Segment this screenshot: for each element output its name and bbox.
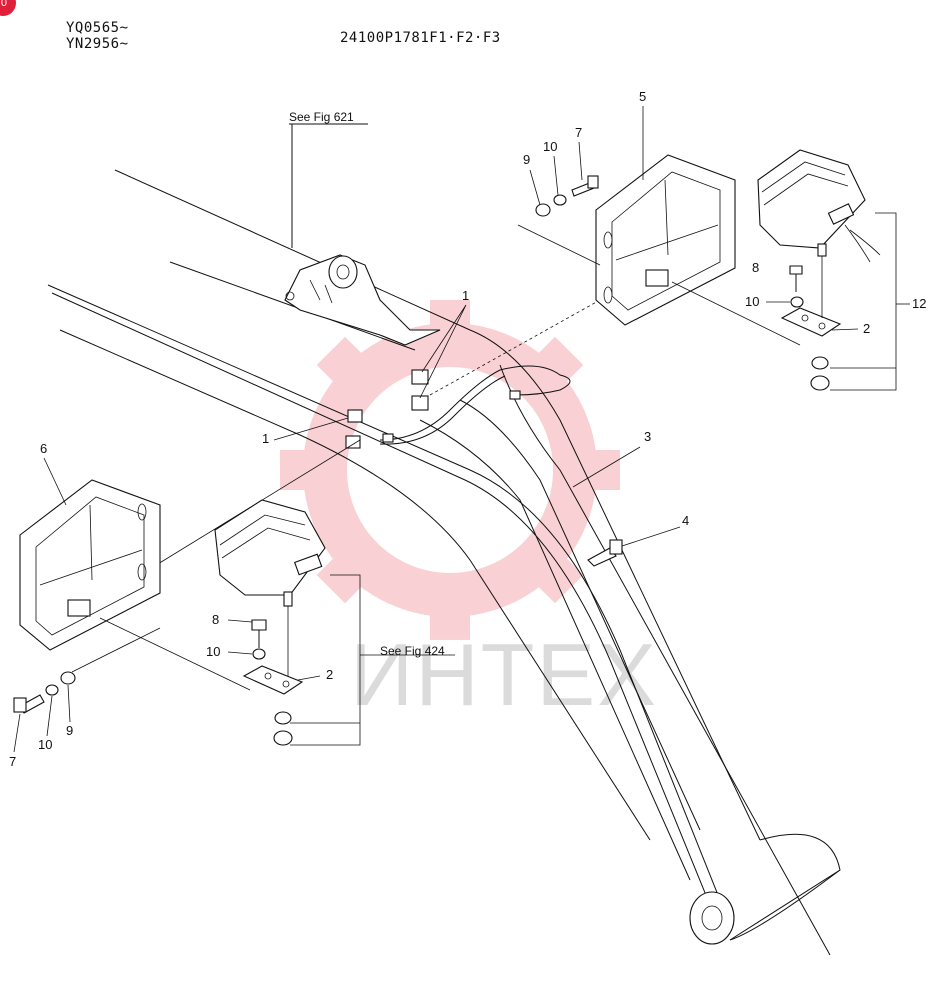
callout-5: 5 bbox=[639, 89, 646, 104]
callout-8-left: 8 bbox=[212, 612, 219, 627]
callout-10-right-lamp: 10 bbox=[745, 294, 759, 309]
serial-range-1: YQ0565~ bbox=[66, 20, 129, 36]
callout-10-right-guard: 10 bbox=[543, 139, 557, 154]
grommet-set: 1 1 bbox=[262, 288, 469, 449]
grommet-1b bbox=[411, 395, 429, 411]
boom-pin-eye bbox=[689, 891, 735, 945]
right-guard-fasteners bbox=[517, 175, 601, 266]
work-lamp-right bbox=[757, 149, 881, 263]
cable-tie-4 bbox=[587, 539, 623, 567]
callout-10-left-guard: 10 bbox=[38, 737, 52, 752]
left-guard-fasteners bbox=[13, 627, 161, 714]
callout-4: 4 bbox=[682, 513, 689, 528]
callout-9-right: 9 bbox=[523, 152, 530, 167]
callout-6: 6 bbox=[40, 441, 47, 456]
grommet-1d bbox=[345, 435, 361, 449]
callout-12-bracket: 12 bbox=[830, 212, 926, 391]
grommet-1a bbox=[411, 369, 429, 385]
callout-7-left: 7 bbox=[9, 754, 16, 769]
lamp-guard-6 bbox=[19, 479, 161, 651]
see-fig-621-label: See Fig 621 bbox=[289, 110, 354, 124]
watermark-logo bbox=[280, 300, 620, 640]
lamp-bracket-right bbox=[780, 307, 842, 337]
callout-4-leader bbox=[621, 526, 681, 547]
watermark-gear-ring bbox=[303, 323, 597, 617]
boom-structure bbox=[47, 169, 841, 945]
drawing-number: 24100P1781F1·F2·F3 bbox=[340, 30, 501, 46]
callout-1-left: 1 bbox=[262, 431, 269, 446]
callout-2-left: 2 bbox=[326, 667, 333, 682]
callout-3: 3 bbox=[644, 429, 651, 444]
callout-8-right: 8 bbox=[752, 260, 759, 275]
callout-1-top: 1 bbox=[462, 288, 469, 303]
callout-3-leader bbox=[572, 446, 641, 488]
grommet-1c bbox=[347, 409, 363, 423]
callout-7-right: 7 bbox=[575, 125, 582, 140]
lamp-guard-5 bbox=[595, 154, 736, 326]
page-badge: 0 bbox=[0, 0, 16, 16]
lamp-bracket-left bbox=[242, 665, 304, 695]
callout-2-right: 2 bbox=[863, 321, 870, 336]
badge-label: 0 bbox=[0, 0, 7, 9]
callout-6-leader bbox=[43, 457, 67, 506]
callout-9-left: 9 bbox=[66, 723, 73, 738]
watermark-text: ИНТЕХ bbox=[350, 625, 658, 724]
callout-10-left-lamp: 10 bbox=[206, 644, 220, 659]
reference-fig-621: See Fig 621 bbox=[289, 110, 368, 248]
serial-range-2: YN2956~ bbox=[66, 36, 129, 52]
callout-12: 12 bbox=[912, 296, 926, 311]
see-fig-424-label: See Fig 424 bbox=[380, 644, 445, 658]
work-lamp-left bbox=[214, 499, 326, 607]
boom-mount-bracket bbox=[284, 254, 441, 346]
